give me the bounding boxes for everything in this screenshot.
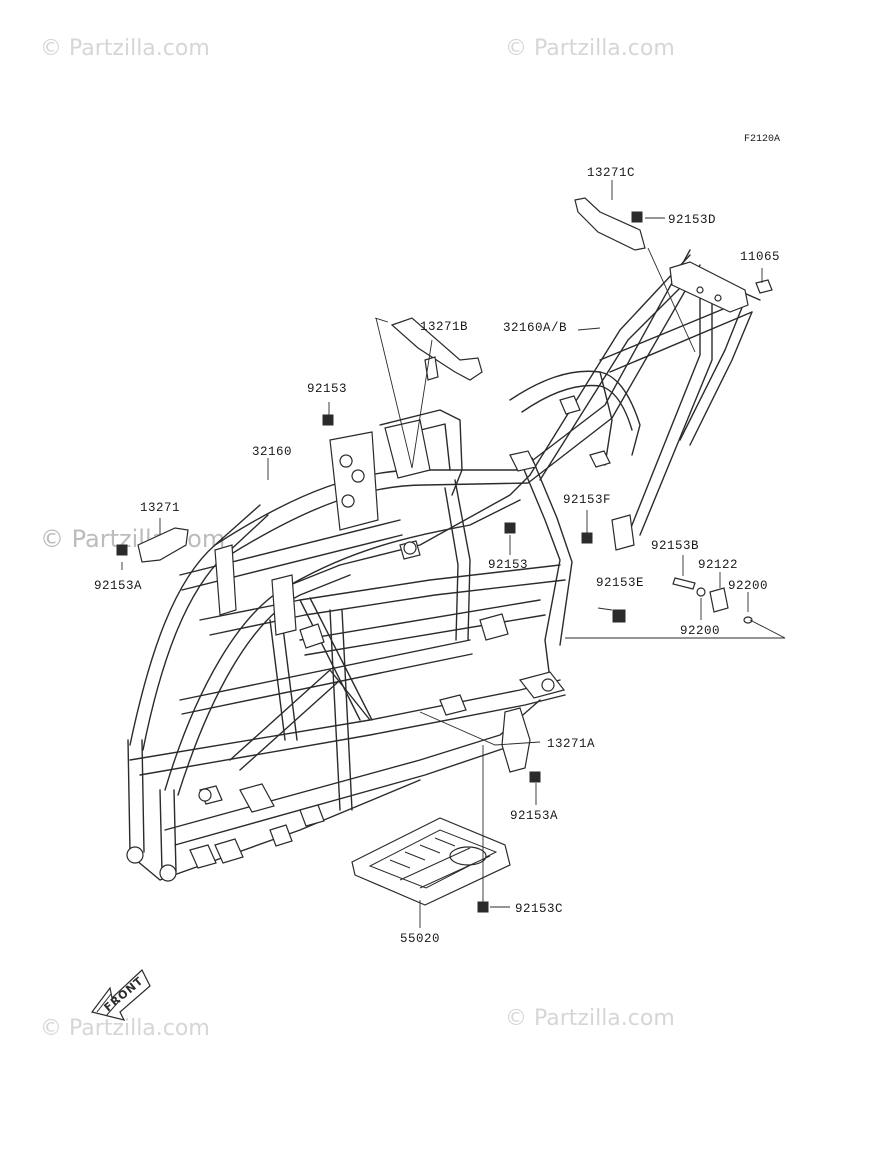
watermark-top-right: © Partzilla.com [505,36,675,61]
part-92153C-bolt [477,901,489,913]
part-92200-washer [696,587,753,624]
callout-11065: 11065 [740,250,780,264]
part-55020-skid-plate [351,817,511,906]
part-92153D-bolt [631,211,643,223]
watermarks: © Partzilla.com © Partzilla.com © Partzi… [40,36,675,1041]
callout-13271: 13271 [140,501,180,515]
callout-92153A-left: 92153A [94,579,142,593]
leader-lines [121,180,786,928]
part-92153-bolt-top [322,414,334,426]
watermark-top-left: © Partzilla.com [40,36,210,61]
part-92153A-bolt-left [116,544,128,556]
callout-92153-mid: 92153 [488,558,528,572]
callout-32160: 32160 [252,445,292,459]
callout-92200-right: 92200 [728,579,768,593]
callout-92153B: 92153B [651,539,699,553]
part-11065-cap [755,279,773,294]
part-13271C-bracket [574,197,646,251]
callout-92122: 92122 [698,558,738,572]
main-frame-32160 [126,249,761,882]
part-13271A-bracket [501,707,531,773]
callout-92153-top: 92153 [307,382,347,396]
callout-32160AB: 32160A/B [503,321,567,335]
callout-13271A: 13271A [547,737,595,751]
part-92153A-bolt-low [529,771,541,783]
part-92122-bushing [709,587,729,613]
part-92153B-bolt [672,577,696,590]
part-92153E-bolt [612,609,626,623]
callout-55020: 55020 [400,932,440,946]
watermark-bottom-left: © Partzilla.com [40,1016,210,1041]
part-92153-bolt-mid [504,522,516,534]
callout-92200-low: 92200 [680,624,720,638]
callout-92153A-low: 92153A [510,809,558,823]
part-13271-bracket [137,527,189,563]
diagram-code: F2120A [744,134,780,145]
callout-92153D: 92153D [668,213,716,227]
front-direction-arrow: FRONT [90,969,151,1021]
callout-labels: 13271C 92153D 11065 13271B 32160A/B 9215… [94,166,780,946]
callout-13271B: 13271B [420,320,468,334]
callout-92153C: 92153C [515,902,563,916]
watermark-bottom-right: © Partzilla.com [505,1006,675,1031]
callout-92153E: 92153E [596,576,644,590]
callout-92153F: 92153F [563,493,611,507]
callout-13271C: 13271C [587,166,635,180]
watermark-middle: © Partzilla.com [40,525,225,553]
part-92153F-bolt [581,532,593,544]
